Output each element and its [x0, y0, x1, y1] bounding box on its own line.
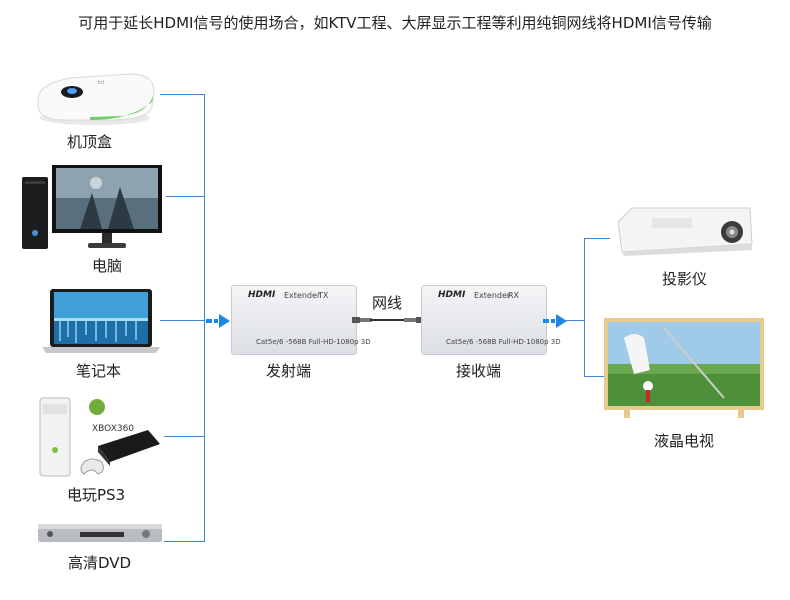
connector-game-console: [164, 436, 204, 437]
source-label-laptop: 笔记本: [76, 360, 121, 381]
input-arrow-icon: [206, 313, 230, 327]
source-label-dvd: 高清DVD: [68, 552, 131, 573]
lcd-tv-icon: [604, 318, 764, 420]
source-label-set-top-box: 机顶盒: [67, 131, 112, 152]
laptop-icon: [40, 287, 162, 355]
connector-computer: [166, 196, 204, 197]
connector-set-top-box: [160, 94, 204, 95]
output-label-projector: 投影仪: [662, 268, 707, 289]
dvd-player-icon: [36, 520, 164, 546]
receiver-brand: HDMI: [438, 290, 465, 300]
source-bus-line: [204, 94, 205, 542]
svg-text:tcl: tcl: [98, 80, 104, 86]
cable-icon: [352, 312, 424, 326]
receiver-caption: 接收端: [456, 360, 501, 381]
game-console-icon: XBOX360: [36, 394, 162, 480]
transmitter-brand: HDMI: [248, 290, 275, 300]
output-bus-line: [584, 238, 585, 376]
transmitter-side: TX: [318, 291, 328, 300]
transmitter-caption: 发射端: [266, 360, 311, 381]
source-label-game-console: 电玩PS3: [67, 484, 125, 505]
set-top-box-icon: tcl: [30, 62, 160, 128]
receiver-unit: HDMI Extender RX Cat5e/6 -568B Full-HD-1…: [421, 285, 547, 355]
projector-icon: [612, 204, 756, 258]
connector-output-main: [566, 320, 584, 321]
page-header: 可用于延长HDMI信号的使用场合，如KTV工程、大屏显示工程等利用纯铜网线将HD…: [0, 12, 790, 33]
svg-text:XBOX360: XBOX360: [92, 424, 134, 434]
source-label-computer: 电脑: [92, 255, 122, 276]
connector-tv: [584, 376, 604, 377]
transmitter-unit: HDMI Extender TX Cat5e/6 -568B Full-HD-1…: [231, 285, 357, 355]
output-label-tv: 液晶电视: [654, 430, 714, 451]
transmitter-spec: Cat5e/6 -568B Full-HD-1080p 3D: [256, 338, 371, 346]
output-arrow-icon: [543, 313, 567, 327]
receiver-spec: Cat5e/6 -568B Full-HD-1080p 3D: [446, 338, 561, 346]
desktop-computer-icon: [20, 163, 166, 253]
connector-laptop: [160, 320, 204, 321]
connector-projector: [584, 238, 610, 239]
connector-dvd: [164, 541, 204, 542]
transmitter-model: Extender: [284, 291, 320, 300]
receiver-model: Extender: [474, 291, 510, 300]
cable-label: 网线: [372, 292, 402, 313]
receiver-side: RX: [508, 291, 519, 300]
